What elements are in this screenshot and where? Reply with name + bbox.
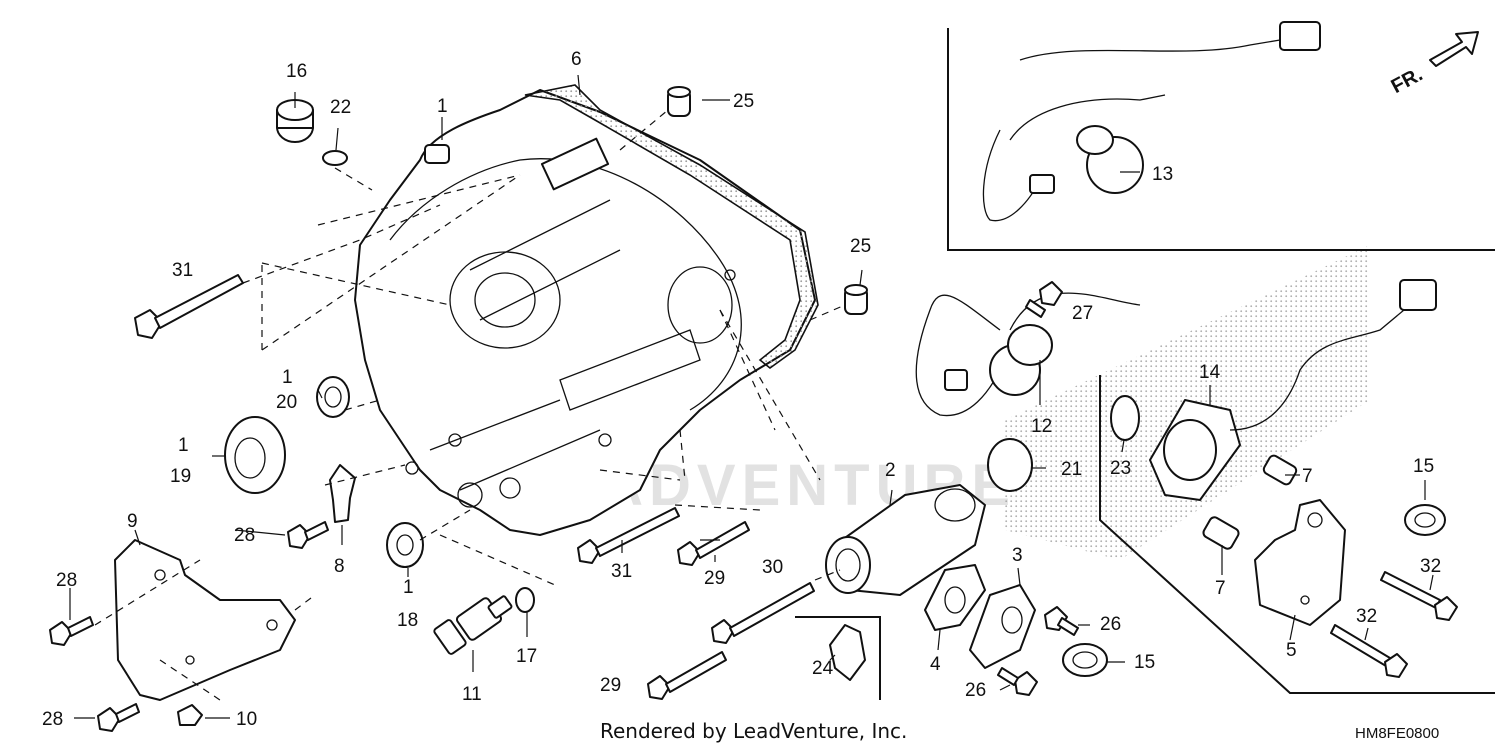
callout-13: 13	[1152, 164, 1173, 185]
callout-14: 14	[1199, 362, 1221, 383]
callout-6: 6	[571, 49, 582, 70]
callout-10: 10	[236, 709, 257, 730]
bolt-31-left	[134, 274, 244, 339]
callout-19: 19	[170, 466, 191, 487]
bearing-20	[316, 376, 350, 418]
bolt-32-upper	[1380, 571, 1458, 621]
bolt-27	[1025, 281, 1063, 318]
bolt-28-guard-bottom	[97, 703, 140, 732]
callout-26-lower: 26	[965, 680, 986, 701]
front-arrow-icon	[1429, 31, 1479, 67]
callout-3: 3	[1012, 545, 1023, 566]
callout-11: 11	[462, 684, 482, 705]
bolt-31-center	[577, 507, 680, 564]
bolt-26-upper	[1044, 606, 1079, 636]
callout-1-bearing-18: 1	[403, 577, 414, 598]
dowel-pin-25-right	[844, 284, 868, 315]
collar-7-upper	[1262, 454, 1298, 486]
housing-2	[825, 484, 986, 596]
callout-12: 12	[1031, 416, 1052, 437]
callout-26-upper: 26	[1100, 614, 1121, 635]
bolt-32-lower	[1330, 624, 1408, 678]
rendered-by-credit: Rendered by LeadVenture, Inc.	[600, 719, 907, 743]
callout-21: 21	[1061, 459, 1082, 480]
callout-29-lower: 29	[600, 675, 621, 696]
dowel-pin-25-top	[667, 86, 691, 117]
callout-1-bearing-20: 1	[282, 367, 293, 388]
callout-25-top: 25	[733, 91, 754, 112]
clamp-8	[329, 464, 356, 523]
callout-32-upper: 32	[1420, 556, 1441, 577]
callout-28-guard-top: 28	[56, 570, 77, 591]
plate-3	[969, 584, 1036, 669]
callout-27: 27	[1072, 303, 1093, 324]
sensor-14	[1149, 279, 1437, 501]
callout-29-center: 29	[704, 568, 725, 589]
o-ring-22	[322, 150, 348, 166]
callout-25-right: 25	[850, 236, 871, 257]
callout-22: 22	[330, 97, 351, 118]
bearing-18	[386, 522, 424, 568]
callout-4: 4	[930, 654, 941, 675]
bolt-26-lower	[997, 667, 1038, 696]
washer-17	[515, 587, 535, 613]
front-label: FR.	[1388, 63, 1427, 98]
switch-12	[915, 292, 1141, 417]
callout-7-upper: 7	[1302, 466, 1313, 487]
callout-32-lower: 32	[1356, 606, 1377, 627]
callout-labels: 16 22 1 6 25 31 25 1 20 1 19 9 28 8 28 2…	[42, 49, 1441, 730]
drawing-code: HM8FE0800	[1355, 725, 1439, 742]
grommet-15-lower	[1062, 643, 1108, 677]
bearing-19	[224, 416, 286, 494]
callout-23: 23	[1110, 458, 1131, 479]
leader-lines	[69, 74, 1434, 719]
callout-18: 18	[397, 610, 418, 631]
callout-5: 5	[1286, 640, 1297, 661]
bolt-28-clamp	[287, 521, 329, 549]
callout-7-lower: 7	[1215, 578, 1226, 599]
callout-20: 20	[276, 392, 297, 413]
callout-30: 30	[762, 557, 783, 578]
callout-16: 16	[286, 61, 307, 82]
cap-16	[276, 99, 314, 143]
bolt-30	[711, 582, 815, 644]
gasket-6	[524, 84, 819, 370]
inset-frame-top-right	[947, 28, 1495, 251]
sensor-11	[433, 595, 513, 655]
callout-28-guard-bottom: 28	[42, 709, 63, 730]
crankcase-cover	[354, 89, 816, 536]
callout-24: 24	[812, 658, 834, 679]
switch-13	[982, 21, 1321, 222]
bolt-29-lower	[647, 651, 727, 700]
front-direction-indicator: FR.	[1388, 31, 1479, 98]
guard-plate-9	[114, 539, 296, 701]
clip-10	[177, 704, 203, 726]
callout-31-left: 31	[172, 260, 193, 281]
callout-1-bearing-19: 1	[178, 435, 189, 456]
gasket-4	[924, 564, 986, 631]
callout-31-center: 31	[611, 561, 632, 582]
callout-1-cover: 1	[437, 96, 448, 117]
bolt-28-guard-top	[49, 616, 94, 646]
collar-7-lower	[1202, 516, 1240, 550]
callout-8: 8	[334, 556, 345, 577]
inset-frame-lower-right	[1099, 375, 1495, 694]
cover-plate-5	[1254, 499, 1346, 626]
callout-17: 17	[516, 646, 537, 667]
inset-frame-part-24	[795, 616, 881, 700]
bolt-29-center	[677, 521, 750, 566]
callout-28-clamp: 28	[234, 525, 255, 546]
callout-15-lower: 15	[1134, 652, 1155, 673]
o-ring-21	[987, 438, 1033, 492]
o-ring-23	[1110, 395, 1140, 441]
callout-15-right: 15	[1413, 456, 1434, 477]
clip-24	[829, 624, 866, 681]
callout-9: 9	[127, 511, 138, 532]
callout-2: 2	[885, 460, 896, 481]
grommet-15-right	[1404, 504, 1446, 536]
